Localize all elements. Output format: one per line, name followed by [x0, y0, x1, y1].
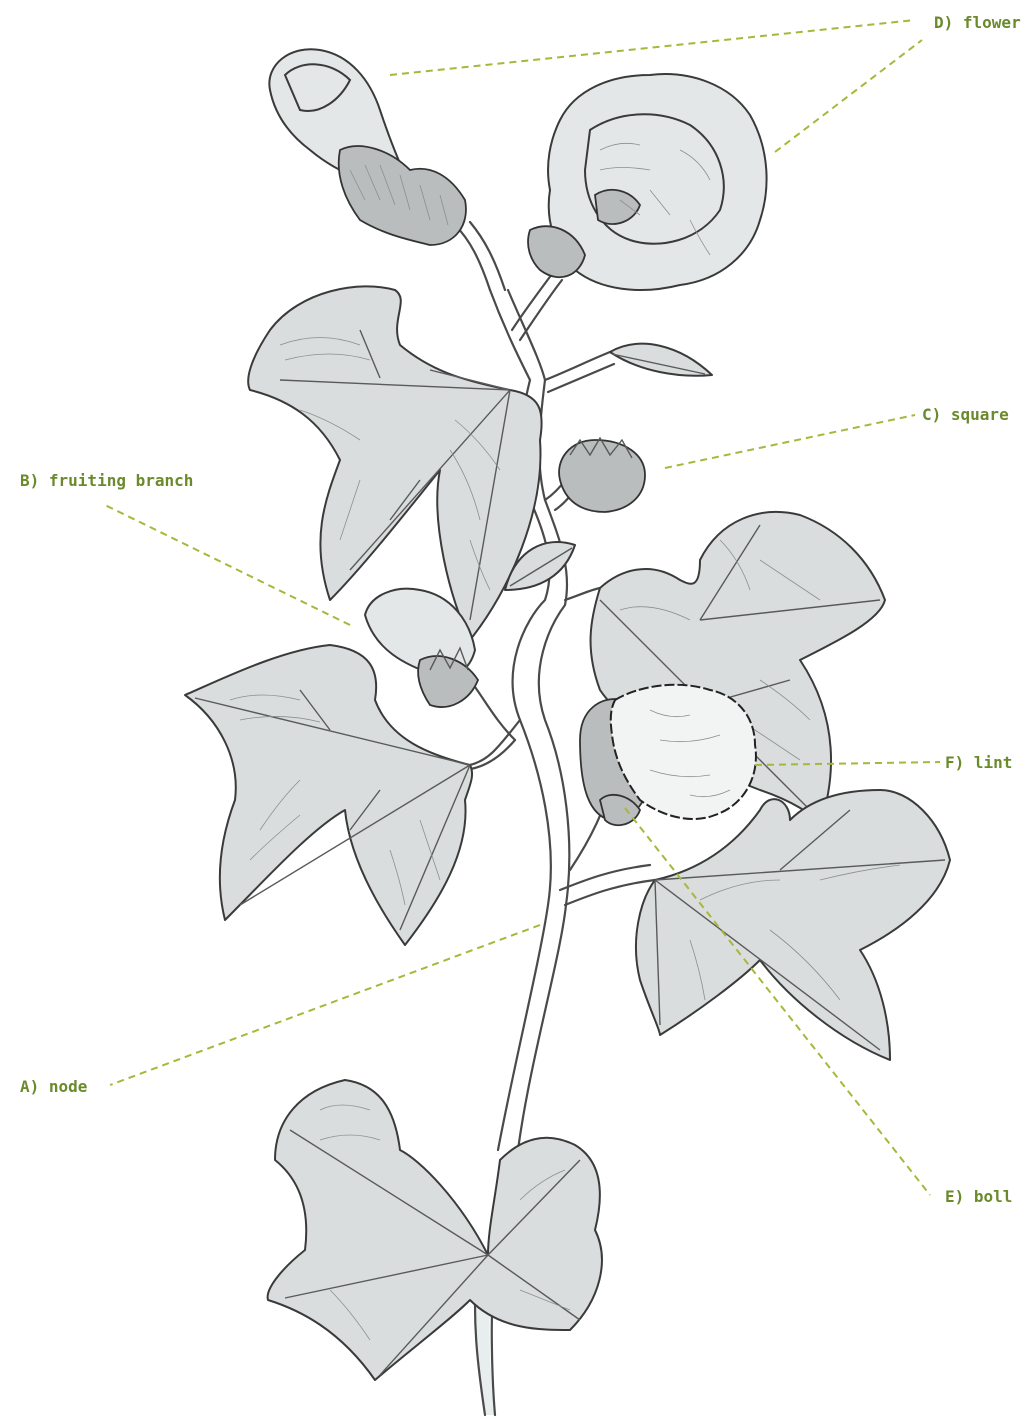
flower-open	[528, 74, 767, 290]
flower-closed	[269, 49, 466, 245]
label-boll: E) boll	[945, 1187, 1012, 1206]
boll-with-lint	[580, 685, 756, 825]
leader-flower-open	[775, 40, 922, 152]
label-fruiting-branch: B) fruiting branch	[20, 471, 193, 490]
leaf-bottom	[268, 1080, 602, 1380]
label-flower: D) flower	[934, 13, 1021, 32]
label-node: A) node	[20, 1077, 87, 1096]
square-bud	[559, 438, 645, 512]
leaf-small-pointed	[610, 344, 712, 376]
leader-square	[665, 415, 915, 468]
leaf-upper-left	[248, 286, 541, 640]
leader-flower-closed	[390, 20, 915, 75]
leaf-right-lower	[636, 790, 950, 1060]
label-lint: F) lint	[945, 753, 1012, 772]
label-square: C) square	[922, 405, 1009, 424]
leader-fruiting-branch	[105, 505, 350, 625]
leader-node	[110, 925, 540, 1085]
